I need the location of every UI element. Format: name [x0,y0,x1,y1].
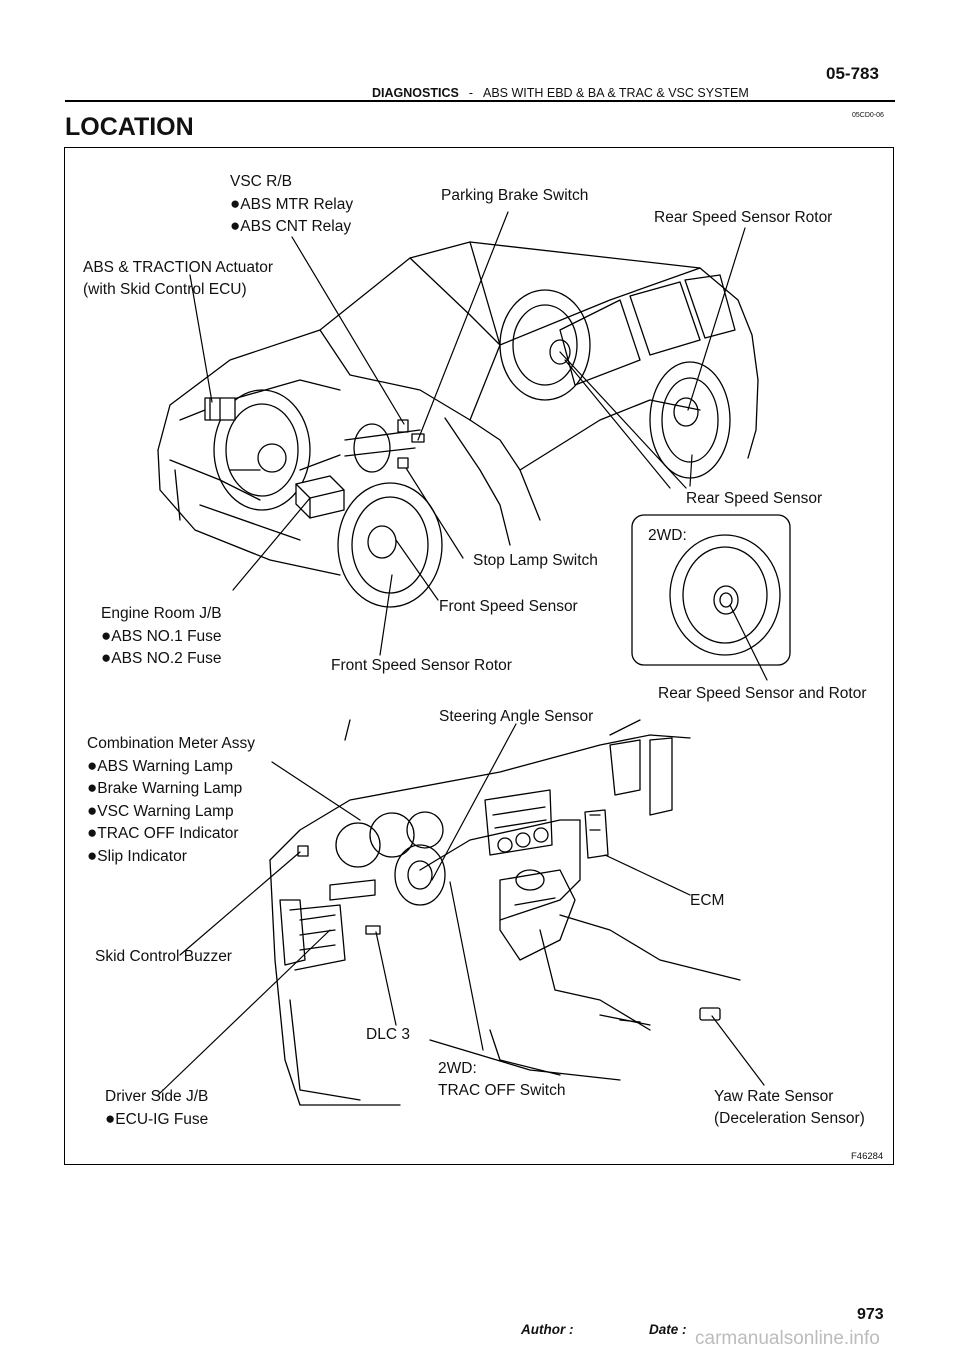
parking-brake-switch-label: Parking Brake Switch [441,187,589,204]
abs-no2-fuse-text: ABS NO.2 Fuse [111,650,222,667]
bullet-icon: ● [87,845,98,865]
abs-warning-lamp-item: ●ABS Warning Lamp [87,755,255,778]
leader-lines [157,211,768,1096]
bullet-icon: ● [105,1108,116,1128]
combination-meter-text: Combination Meter Assy [87,735,255,752]
skid-control-buzzer-label: Skid Control Buzzer [95,948,232,965]
slip-indicator-item: ●Slip Indicator [87,845,255,868]
vsc-rb-text: VSC R/B [230,173,293,190]
vsc-warning-lamp-text: VSC Warning Lamp [97,802,234,820]
driver-side-jb-text: Driver Side J/B [105,1088,209,1105]
dashboard-drawing [269,719,741,1106]
ecu-ig-fuse-text: ECU-IG Fuse [115,1110,209,1128]
rear-speed-sensor-rotor-label: Rear Speed Sensor Rotor [654,209,833,226]
rear-speed-sensor-and-rotor-label: Rear Speed Sensor and Rotor [658,685,867,702]
2wd-rear-inset [631,514,791,666]
figure-code: F46284 [851,1151,884,1162]
abs-mtr-relay-text: ABS MTR Relay [240,195,354,213]
yaw-rate-sensor-text: Yaw Rate Sensor [714,1088,834,1105]
bullet-icon: ● [87,800,98,820]
abs-cnt-relay-text: ABS CNT Relay [240,218,352,235]
brake-warning-lamp-text: Brake Warning Lamp [97,780,243,797]
document-code: 05CD0-06 [852,112,884,119]
front-speed-sensor-rotor-label: Front Speed Sensor Rotor [331,657,512,674]
bullet-icon: ● [87,755,98,775]
bullet-icon: ● [101,648,112,667]
abs-mtr-relay-item: ●ABS MTR Relay [230,193,353,216]
header-separator: - [468,86,473,100]
figure-frame [64,147,894,1165]
vehicle-drawing [157,241,759,608]
trac-off-switch-label: 2WD: TRAC OFF Switch [438,1058,565,1101]
bullet-icon: ● [101,625,112,645]
header-section: DIAGNOSTICS [372,86,459,100]
combination-meter-label: Combination Meter Assy ●ABS Warning Lamp… [87,733,255,867]
engine-room-jb-label: Engine Room J/B ●ABS NO.1 Fuse ●ABS NO.2… [101,603,222,670]
abs-warning-lamp-text: ABS Warning Lamp [97,757,233,775]
running-header: DIAGNOSTICS-ABS WITH EBD & BA & TRAC & V… [372,86,749,100]
watermark: carmanualsonline.info [695,1328,880,1349]
date-label: Date : [649,1322,687,1337]
header-rule [65,100,895,102]
ecu-ig-fuse-item: ●ECU-IG Fuse [105,1108,208,1131]
engine-room-jb-text: Engine Room J/B [101,605,222,622]
abs-traction-actuator-text: ABS & TRACTION Actuator [83,259,274,276]
author-label: Author : [521,1322,574,1337]
yaw-rate-sensor-label: Yaw Rate Sensor (Deceleration Sensor) [714,1086,865,1129]
abs-no1-fuse-text: ABS NO.1 Fuse [111,627,222,645]
trac-off-indicator-item: ●TRAC OFF Indicator [87,822,255,845]
dlc3-label: DLC 3 [366,1026,410,1043]
abs-no1-fuse-item: ●ABS NO.1 Fuse [101,625,222,648]
bullet-icon: ● [230,216,241,235]
brake-warning-lamp-item: ●Brake Warning Lamp [87,777,255,800]
page-title: LOCATION [65,113,194,141]
deceleration-sensor-text: (Deceleration Sensor) [714,1109,865,1127]
steering-angle-sensor-label: Steering Angle Sensor [439,708,594,725]
stop-lamp-switch-label: Stop Lamp Switch [473,552,598,569]
header-subject: ABS WITH EBD & BA & TRAC & VSC SYSTEM [482,86,749,100]
abs-traction-actuator-label: ABS & TRACTION Actuator (with Skid Contr… [83,257,273,300]
vsc-warning-lamp-item: ●VSC Warning Lamp [87,800,255,823]
bullet-icon: ● [87,778,98,797]
abs-cnt-relay-item: ●ABS CNT Relay [230,215,353,238]
slip-indicator-text: Slip Indicator [97,847,187,865]
rear-speed-sensor-label: Rear Speed Sensor [686,490,823,507]
vsc-rb-label: VSC R/B ●ABS MTR Relay ●ABS CNT Relay [230,171,353,238]
abs-no2-fuse-item: ●ABS NO.2 Fuse [101,647,222,670]
author-date-line: Author : Date : [521,1322,687,1337]
2wd-text: 2WD: [438,1060,477,1077]
bullet-icon: ● [87,823,98,842]
driver-side-jb-label: Driver Side J/B ●ECU-IG Fuse [105,1086,208,1130]
bullet-icon: ● [230,193,241,213]
page-number: 05-783 [826,64,879,83]
2wd-inset-label: 2WD: [648,527,687,544]
skid-control-ecu-text: (with Skid Control ECU) [83,280,247,298]
trac-off-switch-text: TRAC OFF Switch [438,1081,566,1099]
footer-page-number: 973 [857,1306,884,1323]
trac-off-indicator-text: TRAC OFF Indicator [97,825,239,842]
front-speed-sensor-label: Front Speed Sensor [439,598,578,615]
ecm-label: ECM [690,892,725,909]
